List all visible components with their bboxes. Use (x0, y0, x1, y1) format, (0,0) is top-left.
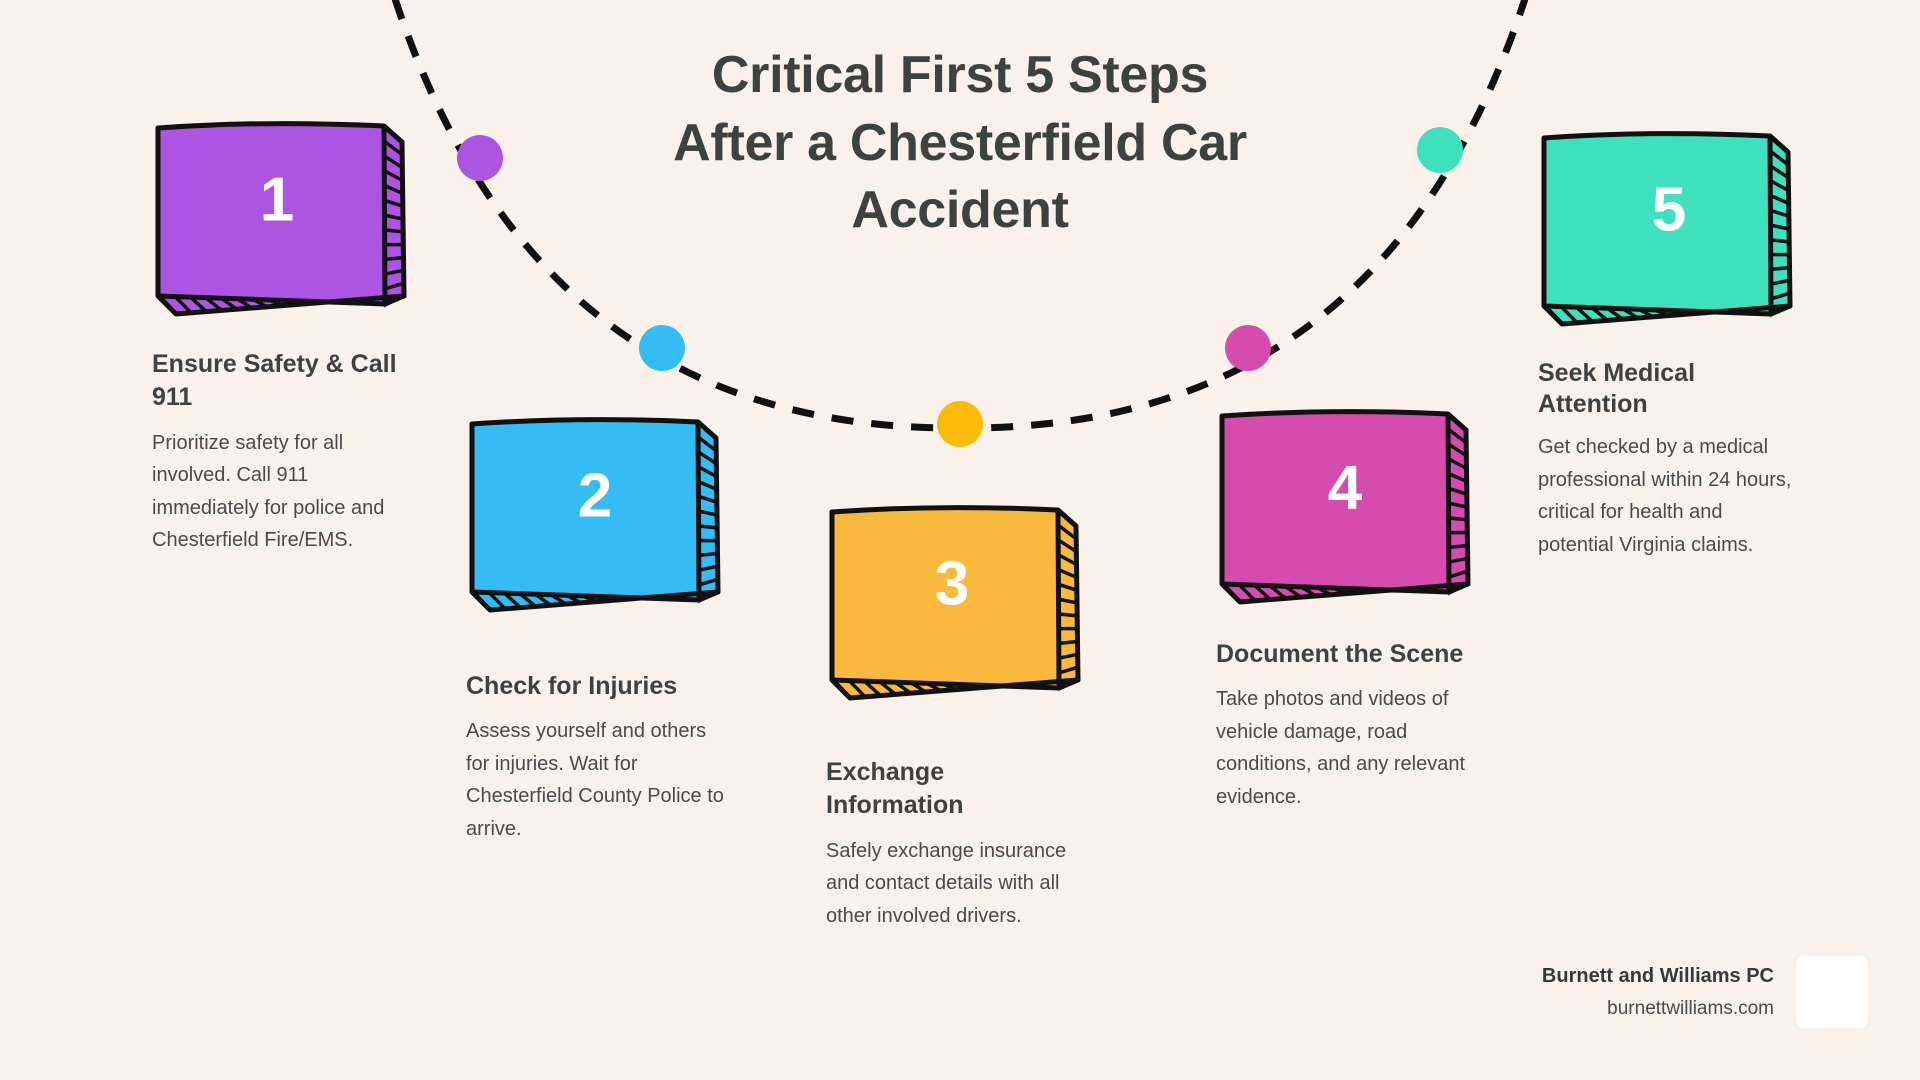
arc-dot-step-3 (937, 401, 983, 447)
step-2-body: Assess yourself and others for injuries.… (466, 720, 724, 841)
step-5-body: Get checked by a medical professional wi… (1538, 436, 1792, 556)
step-2-heading: Check for Injuries (466, 672, 678, 700)
title-line-1: Critical First 5 Steps (711, 46, 1209, 104)
step-1-body: Prioritize safety for all involved. Call… (152, 431, 385, 552)
arc-dot-step-4 (1225, 325, 1271, 371)
title-line-2: After a Chesterfield Car (673, 113, 1247, 172)
step-4: 4 Document the Scene Take photos and vid… (1216, 404, 1474, 814)
arc-dot-step-1 (457, 135, 503, 181)
step-2-card-shape (469, 417, 721, 613)
step-2-card: 2 (466, 412, 724, 622)
step-4-card: 4 (1216, 404, 1474, 614)
step-5-heading: Seek Medical Attention (1538, 359, 1696, 418)
footer-branding: Burnett and Williams PC burnettwilliams.… (1542, 956, 1868, 1028)
step-3: 3 Exchange Information Safely exchange i… (826, 500, 1081, 932)
title-line-3: Accident (851, 181, 1069, 240)
brand-name: Burnett and Williams PC (1541, 964, 1774, 987)
brand-logo-placeholder (1796, 956, 1868, 1028)
step-1: 1 Ensure Safety & Call 911 Prioritize sa… (152, 116, 407, 557)
arc-dot-step-2 (639, 325, 685, 371)
brand-website: burnettwilliams.com (1607, 997, 1774, 1019)
step-2: 2 Check for Injuries Assess yourself and… (466, 412, 724, 846)
step-3-body: Safely exchange insurance and contact de… (826, 839, 1067, 927)
step-3-heading: Exchange Information (826, 758, 964, 820)
step-5-card: 5 (1538, 126, 1800, 336)
footer-text-group: Burnett and Williams PC burnettwilliams.… (1542, 962, 1774, 1023)
step-1-card-shape (155, 121, 407, 317)
step-3-card-shape (829, 505, 1081, 701)
step-4-body: Take photos and videos of vehicle damage… (1216, 688, 1466, 809)
step-4-heading: Document the Scene (1216, 640, 1464, 668)
step-5-card-shape (1541, 131, 1793, 327)
step-5: 5 Seek Medical Attention Get checked by … (1538, 126, 1800, 561)
page-title: Critical First 5 Steps After a Chesterfi… (630, 42, 1290, 245)
step-1-heading: Ensure Safety & Call 911 (152, 350, 397, 412)
step-4-card-shape (1219, 409, 1471, 605)
step-1-card: 1 (152, 116, 407, 326)
arc-dot-step-5 (1417, 127, 1463, 173)
step-3-card: 3 (826, 500, 1081, 710)
